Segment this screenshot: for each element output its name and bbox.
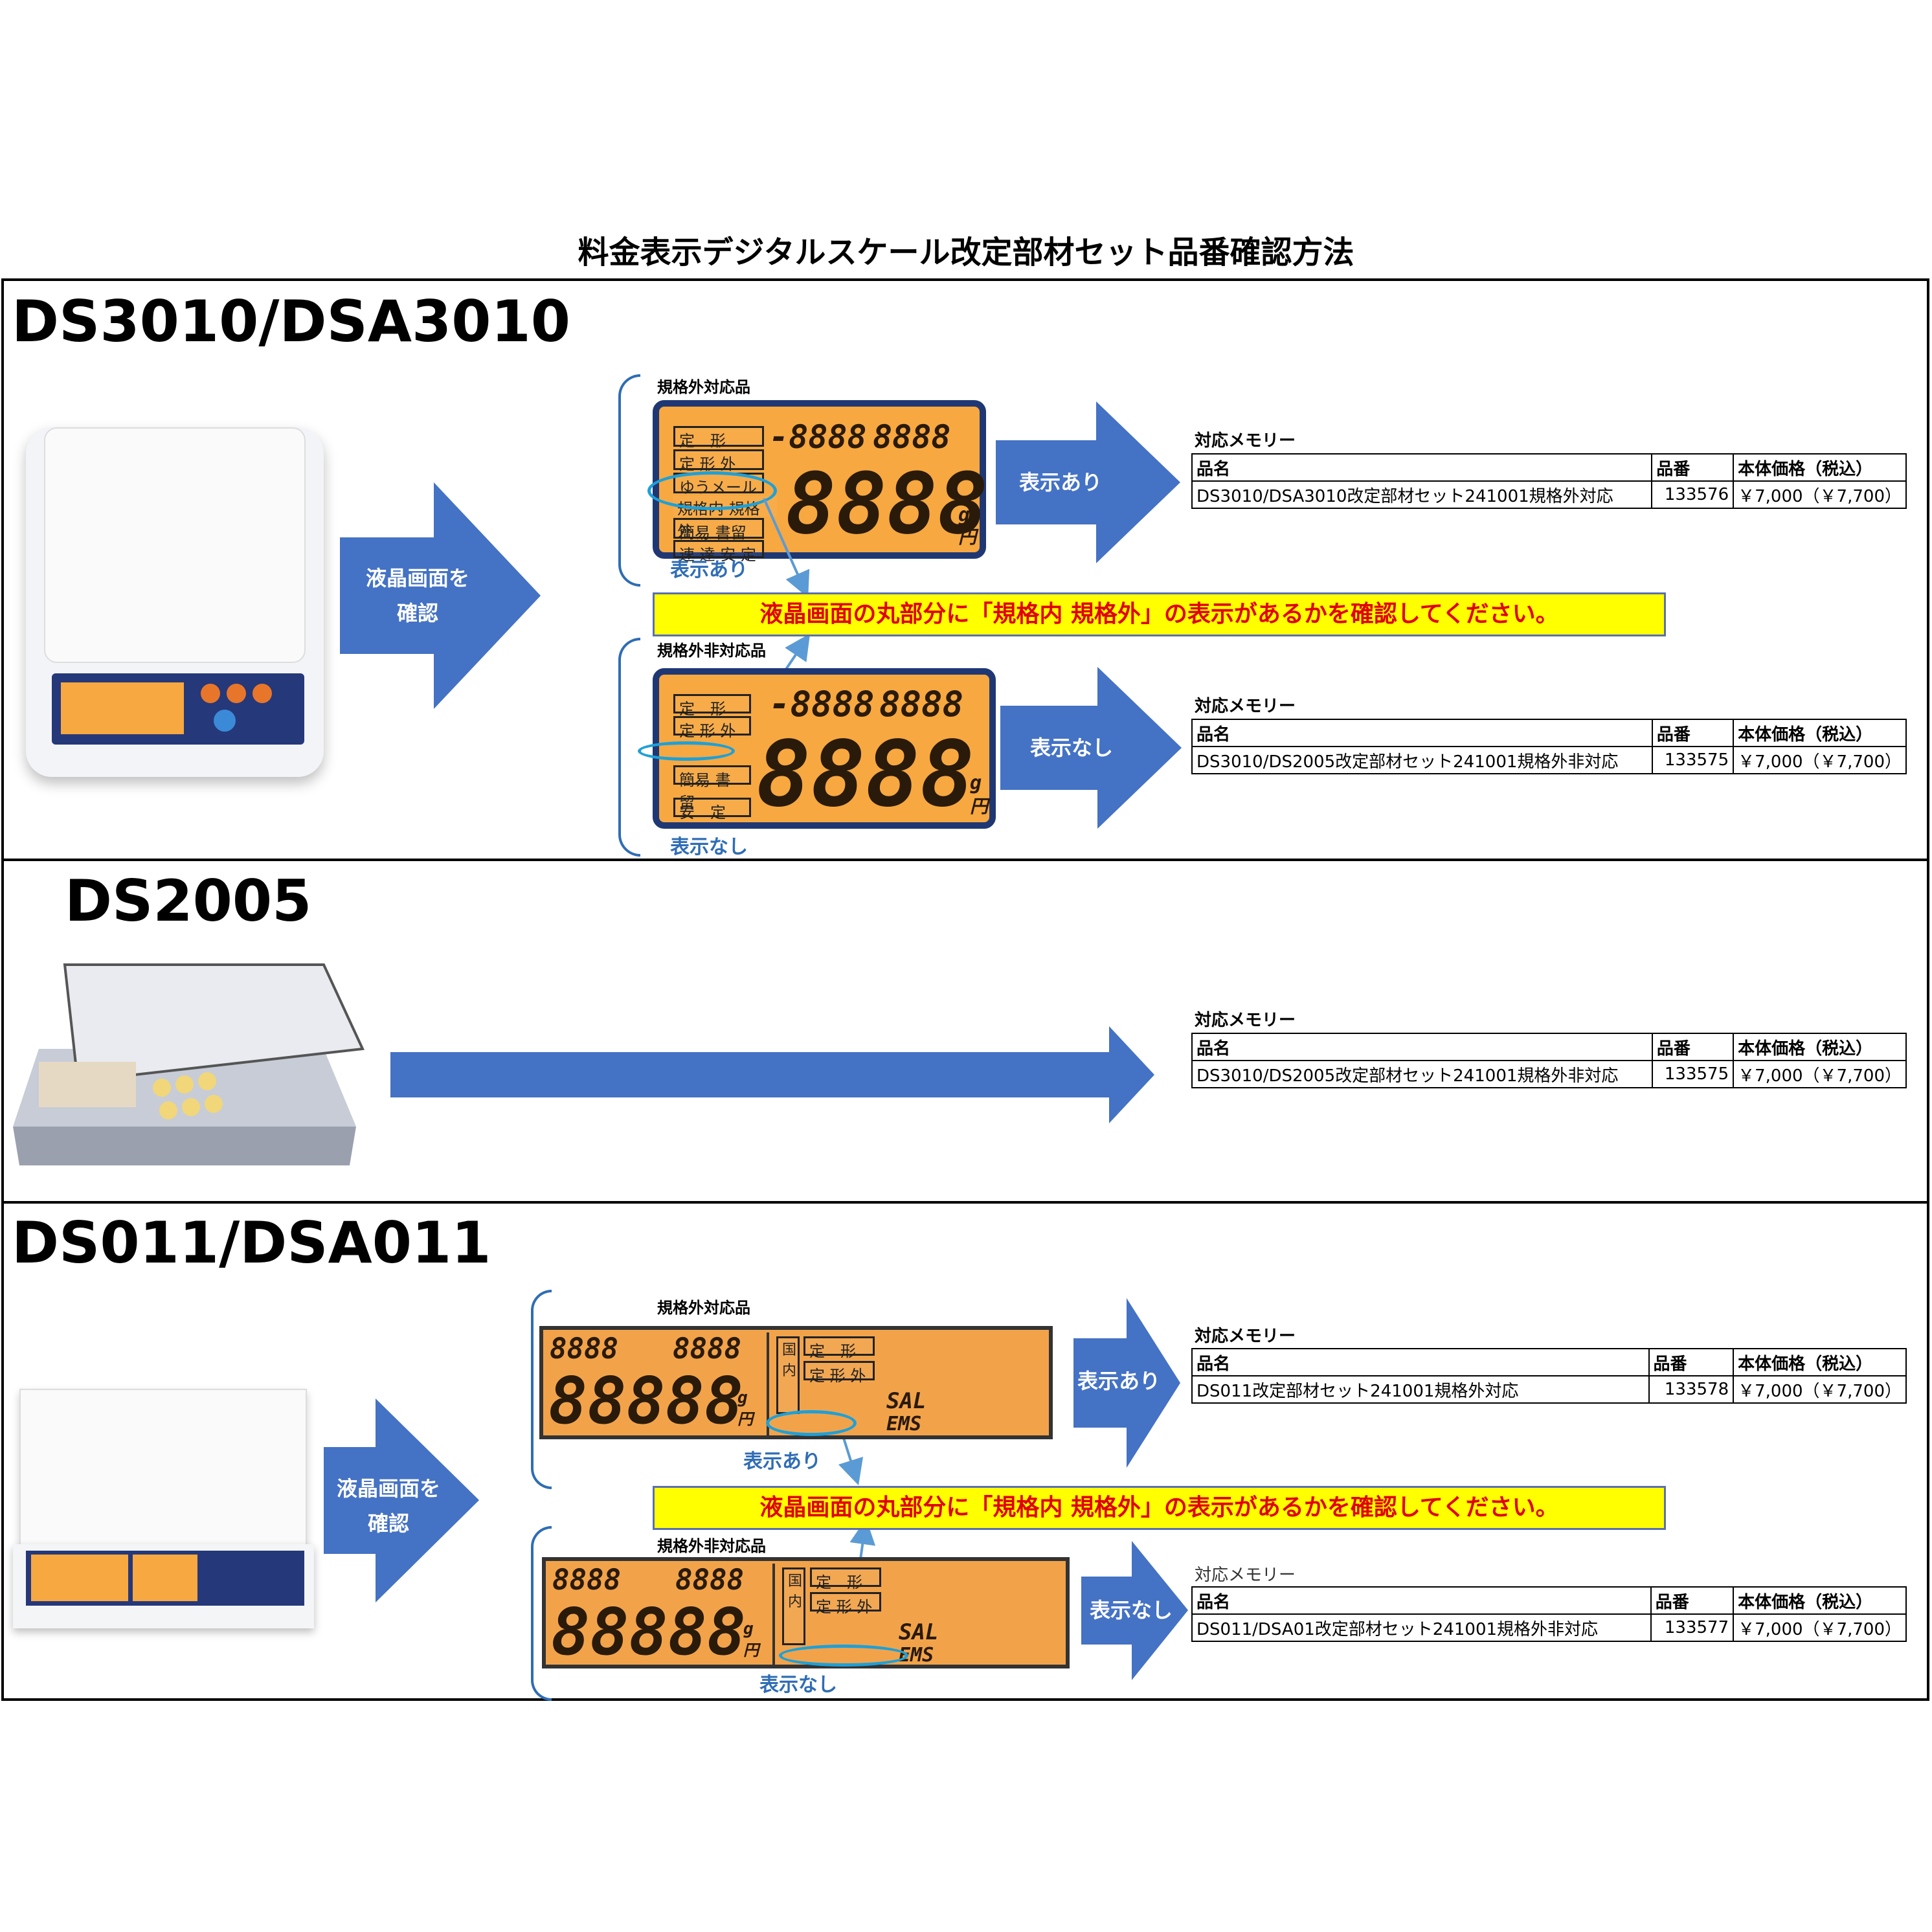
notice-banner: 液晶画面の丸部分に「規格内 規格外」の表示があるかを確認してください。 <box>653 1486 1666 1530</box>
model-title: DS2005 <box>65 868 312 934</box>
memory-table: 品名 品番 本体価格（税込） DS011改定部材セット241001規格外対応 1… <box>1191 1348 1907 1404</box>
show-yes-text: 表示あり <box>670 559 748 581</box>
confirm-label-2: 確認 <box>367 1511 409 1536</box>
table-row: DS011改定部材セット241001規格外対応 133578 ￥7,000（￥7… <box>1191 1375 1907 1404</box>
lcd-label: 国内 <box>782 1567 805 1645</box>
lcd-label: 定 形 <box>810 1567 881 1591</box>
lcd-unit-yen: 円 <box>958 526 977 548</box>
lcd-label: 安 定 <box>673 798 751 822</box>
show-no-text: 表示なし <box>759 1674 837 1696</box>
lcd-big-digits: 88888 <box>551 1594 747 1670</box>
lcd-digits: -8888 <box>769 418 867 456</box>
lcd-label: 国内 <box>776 1336 800 1414</box>
memory-label: 対応メモリー <box>1195 1566 1296 1585</box>
memory-table: 品名 品番 本体価格（税込） DS011/DSA01改定部材セット241001規… <box>1191 1586 1907 1642</box>
lcd-label: 定 形 外 <box>673 716 751 740</box>
show-no-text: 表示なし <box>670 836 748 859</box>
highlight-ellipse <box>638 741 735 761</box>
lcd-big-digits: 8888 <box>785 455 989 553</box>
lcd-label: 定 形 外 <box>673 449 764 473</box>
scale-image-ds011 <box>13 1389 317 1635</box>
scale-image-ds3010 <box>26 427 324 777</box>
lcd-sal: SAL <box>886 1388 927 1414</box>
scale-image-ds2005 <box>13 952 369 1165</box>
long-arrow <box>390 1026 1154 1123</box>
confirm-label-1: 液晶画面を <box>365 566 469 590</box>
memory-table: 品名 品番 本体価格（税込） DS3010/DS2005改定部材セット24100… <box>1191 719 1907 774</box>
lcd-label: 定 形 <box>673 426 764 450</box>
table-row: DS011/DSA01改定部材セット241001規格外非対応 133577 ￥7… <box>1191 1613 1907 1642</box>
lcd-label: 定 形 外 <box>810 1592 881 1616</box>
memory-table: 品名 品番 本体価格（税込） DS3010/DS2005改定部材セット24100… <box>1191 1033 1907 1088</box>
highlight-ellipse <box>647 471 777 510</box>
lcd-unit-g: g <box>970 772 982 794</box>
supported-label: 規格外対応品 <box>657 1299 750 1317</box>
lcd-digits: 8888 <box>673 1332 741 1365</box>
lcd-label: 定 形 外 <box>803 1361 875 1385</box>
highlight-ellipse <box>779 1645 908 1667</box>
memory-table: 品名 品番 本体価格（税込） DS3010/DSA3010改定部材セット2410… <box>1191 453 1907 509</box>
confirm-label-2: 確認 <box>396 601 438 625</box>
lcd-label: 定 形 <box>803 1336 875 1360</box>
notice-banner: 液晶画面の丸部分に「規格内 規格外」の表示があるかを確認してください。 <box>653 592 1666 636</box>
lcd-unit-yen: 円 <box>743 1641 759 1659</box>
col-price: 本体価格（税込） <box>1733 453 1907 482</box>
show-yes-text: 表示あり <box>743 1450 821 1473</box>
col-code: 品番 <box>1651 453 1735 482</box>
show-no-label: 表示なし <box>1089 1598 1173 1623</box>
lcd-unit-yen: 円 <box>970 796 989 817</box>
table-row: DS3010/DSA3010改定部材セット241001規格外対応 133576 … <box>1191 480 1907 509</box>
show-no-arrow <box>1000 667 1182 829</box>
lcd-unit-yen: 円 <box>737 1410 753 1428</box>
supported-label: 規格外対応品 <box>657 378 750 396</box>
model-title: DS3010/DSA3010 <box>12 288 570 355</box>
lcd-digits: 8888 <box>675 1564 744 1597</box>
lcd-ems: EMS <box>886 1413 922 1435</box>
lcd-label: 定 形 <box>673 694 751 718</box>
confirm-arrow <box>340 482 541 709</box>
show-yes-label: 表示あり <box>1077 1369 1160 1393</box>
lcd-unit-g: g <box>958 504 971 526</box>
unsupported-label: 規格外非対応品 <box>657 1537 766 1555</box>
section-ds011 <box>1 1201 1929 1701</box>
memory-label: 対応メモリー <box>1195 431 1296 451</box>
confirm-label-1: 液晶画面を <box>336 1476 440 1501</box>
show-yes-label: 表示あり <box>1018 470 1102 495</box>
lcd-big-digits: 8888 <box>756 722 975 827</box>
table-row: DS3010/DS2005改定部材セット241001規格外非対応 133575 … <box>1191 1060 1907 1088</box>
lcd-label: 簡易 書留 <box>673 518 764 542</box>
col-name: 品名 <box>1191 453 1653 482</box>
table-row: DS3010/DS2005改定部材セット241001規格外非対応 133575 … <box>1191 746 1907 774</box>
lcd-digits: -8888 <box>769 684 875 724</box>
lcd-label: 簡易 書留 <box>673 765 751 812</box>
page-title: 料金表示デジタルスケール改定部材セット品番確認方法 <box>578 234 1354 271</box>
lcd-digits: 8888 <box>552 1564 621 1597</box>
memory-label: 対応メモリー <box>1195 1011 1296 1030</box>
lcd-sal: SAL <box>899 1619 939 1645</box>
lcd-unit-g: g <box>743 1619 754 1639</box>
show-yes-arrow <box>996 401 1180 563</box>
memory-label: 対応メモリー <box>1195 1327 1296 1346</box>
lcd-big-digits: 88888 <box>548 1363 744 1439</box>
lcd-digits: 8888 <box>550 1332 618 1365</box>
highlight-ellipse <box>766 1410 857 1436</box>
confirm-arrow <box>324 1398 479 1602</box>
memory-label: 対応メモリー <box>1195 697 1296 716</box>
lcd-digits: 8888 <box>873 418 951 456</box>
show-yes-arrow <box>1073 1298 1180 1468</box>
lcd-unit-g: g <box>737 1388 748 1408</box>
show-no-arrow <box>1081 1541 1188 1680</box>
unsupported-label: 規格外非対応品 <box>657 642 766 660</box>
lcd-digits: 8888 <box>879 684 964 724</box>
model-title: DS011/DSA011 <box>12 1209 491 1276</box>
show-no-label: 表示なし <box>1029 736 1113 760</box>
